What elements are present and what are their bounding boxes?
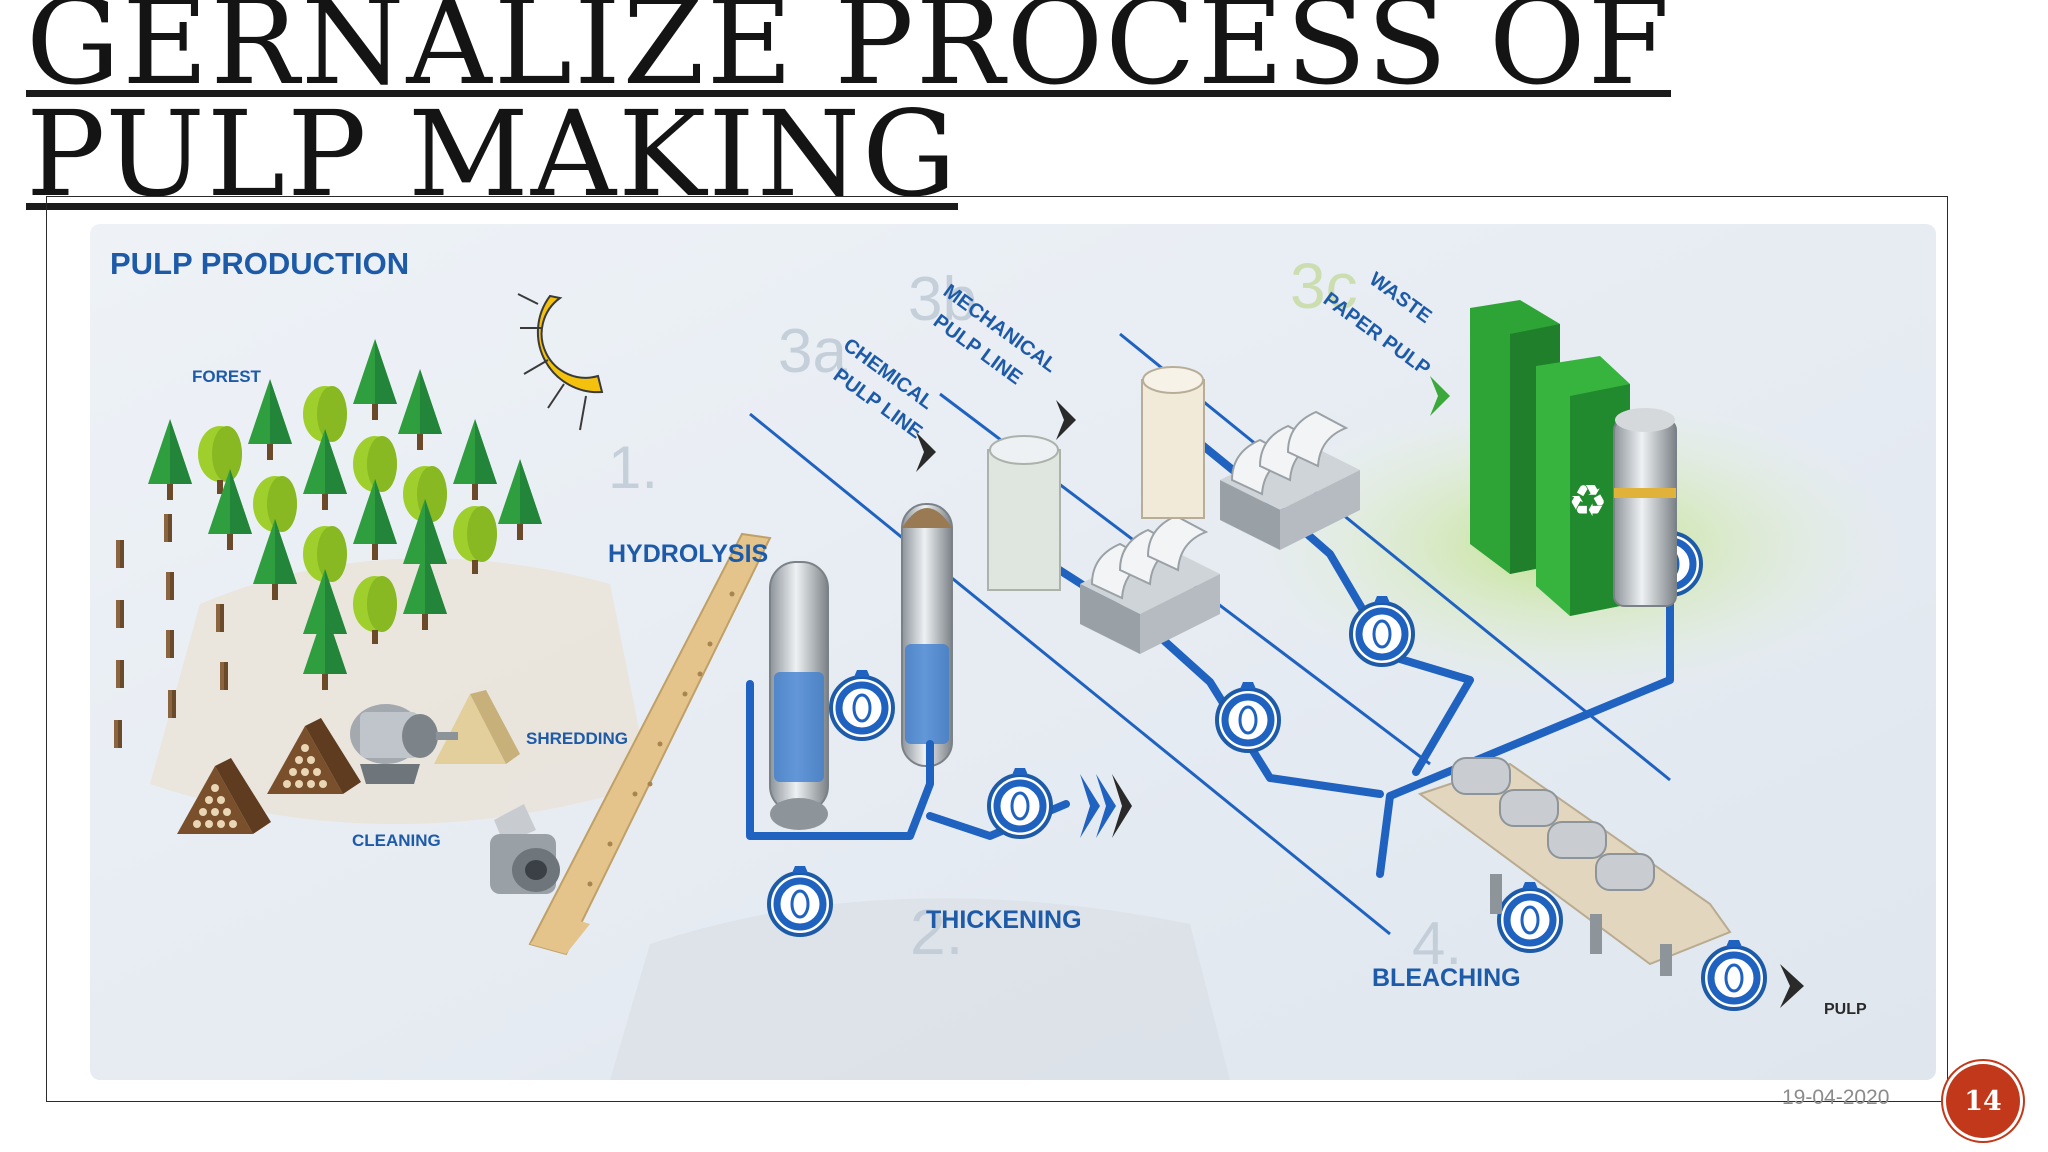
thickening-label: THICKENING [926, 906, 1082, 934]
step-4-number: 4. [1412, 910, 1462, 977]
tree-stump [116, 660, 124, 688]
bleaching-label: BLEACHING [1372, 964, 1521, 992]
pulp-output-label: PULP [1824, 1001, 1867, 1018]
forest-label: FOREST [192, 367, 262, 386]
slide-title-line-2: PULP MAKING [26, 85, 959, 223]
tree-stump [216, 604, 224, 632]
thickening-flow-arrow [1080, 774, 1100, 838]
tree-stump [116, 540, 124, 568]
page-number-badge: 14 [1946, 1064, 2020, 1138]
sun-icon [517, 293, 604, 431]
tree-stump [168, 690, 176, 718]
slide-date: 19-04-2020 [1782, 1086, 1890, 1109]
hydrolysis-tank [769, 561, 829, 830]
wood-chip-pile [434, 690, 520, 764]
shredding-label: SHREDDING [526, 729, 628, 748]
tree-stump [166, 630, 174, 658]
tree-stump [116, 600, 124, 628]
step-2-number: 2. [910, 896, 963, 968]
thickening-flow-arrow [1112, 774, 1132, 838]
slide-title-line-1: GERNALIZE PROCESS OF [26, 0, 1672, 101]
mechanical-refiner [1141, 366, 1205, 519]
pulper-tank [1613, 408, 1677, 607]
cleaning-label: CLEANING [352, 831, 441, 850]
tree-stump [114, 720, 122, 748]
thickening-flow-arrow [1096, 774, 1116, 838]
diagram-frame [46, 196, 1948, 1102]
cleaning-drum [350, 704, 458, 784]
thickening-tank [901, 503, 953, 767]
chip-conveyor [528, 532, 772, 956]
pulp-output-arrow [1780, 964, 1804, 1008]
chemical-digester [987, 435, 1061, 591]
forest-ground [150, 558, 650, 824]
ground-shadow [610, 898, 1230, 1080]
diagram-heading: PULP PRODUCTION [110, 246, 409, 281]
tree-stump [166, 572, 174, 600]
tree-stump [220, 662, 228, 690]
chemical-line-arrow [916, 432, 936, 472]
pulp-production-diagram: PULP PRODUCTION FOREST [90, 224, 1936, 1080]
mechanical-line-arrow [1056, 400, 1076, 440]
recycle-icon: ♻ [1568, 477, 1607, 526]
step-3c-number: 3c [1290, 250, 1358, 322]
tree-stump [164, 514, 172, 542]
shredder-machine [490, 804, 560, 894]
hydrolysis-label: HYDROLYSIS [608, 540, 768, 568]
step-1-number: 1. [608, 434, 658, 501]
step-3b-number: 3b [908, 265, 977, 334]
waste-line-arrow [1430, 376, 1450, 416]
bleaching-plant [1417, 757, 1732, 976]
step-3a-number: 3a [778, 317, 847, 386]
